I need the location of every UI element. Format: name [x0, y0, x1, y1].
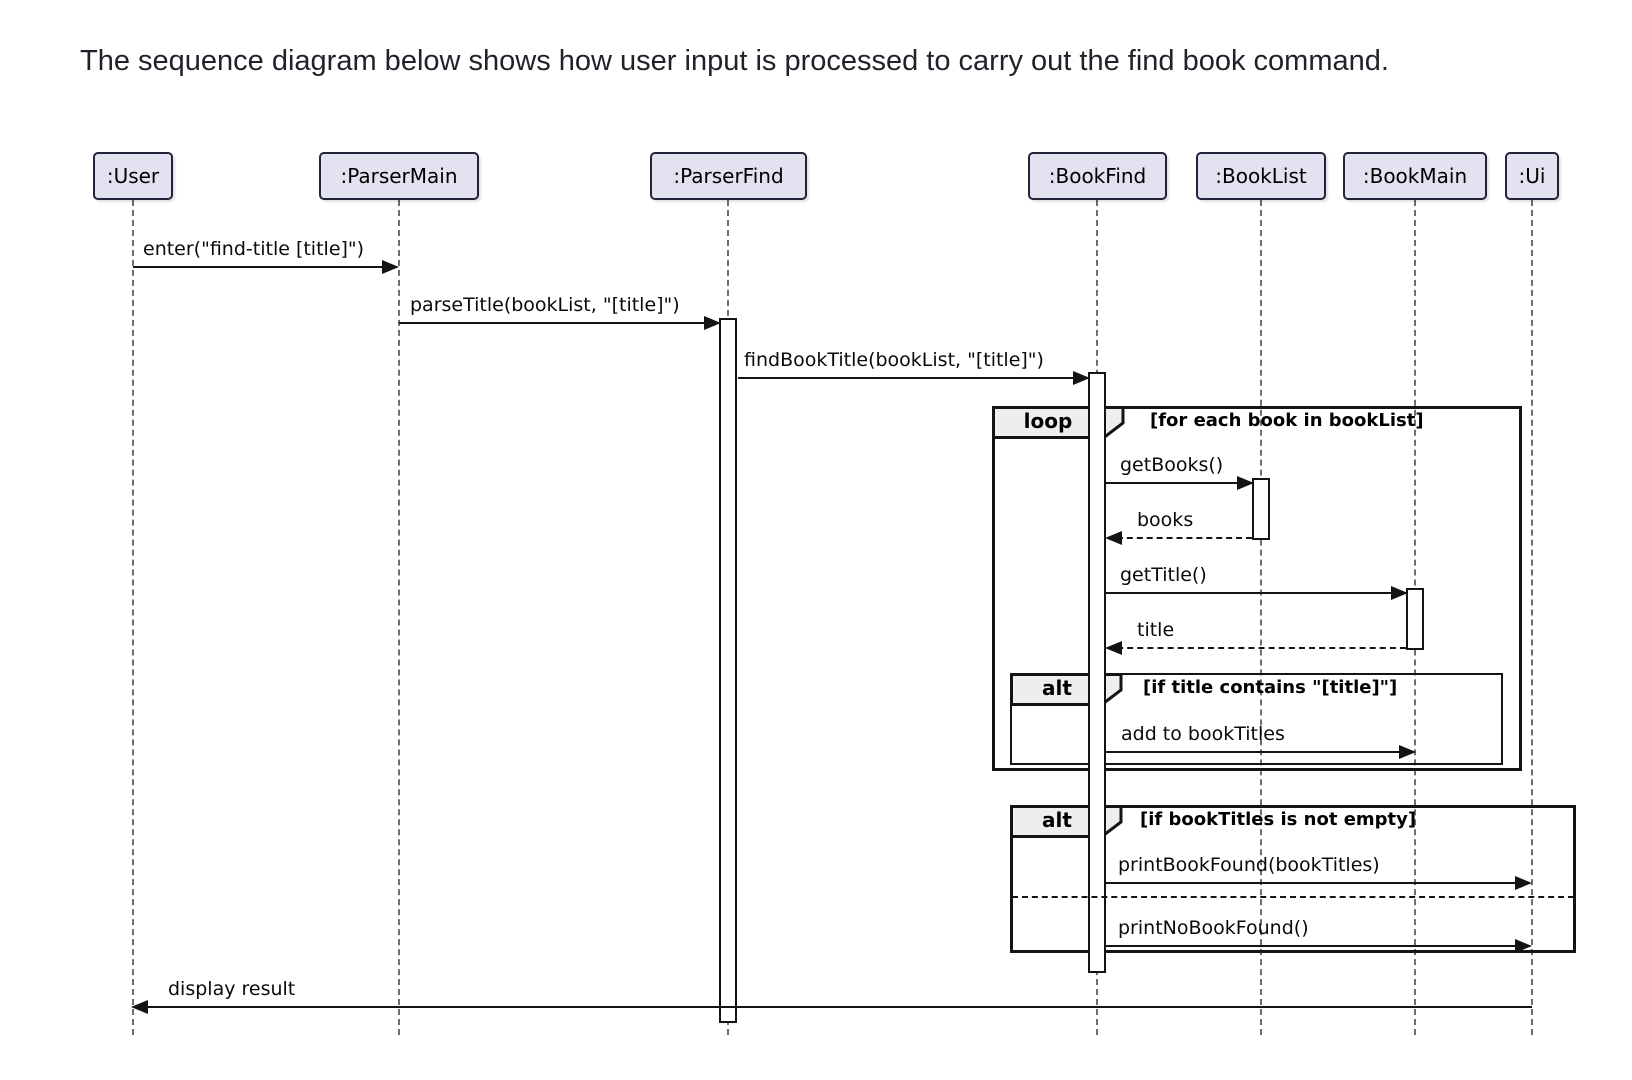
lifeline-user: [132, 200, 134, 1035]
fragment-alt-result: [1010, 805, 1576, 953]
activation-bookfind: [1088, 372, 1106, 973]
message-printbookfound-line: [1106, 876, 1532, 890]
message-findbooktitle-label: findBookTitle(bookList, "[title]"): [744, 349, 1044, 371]
arrowhead-icon: [1391, 586, 1408, 600]
message-printnobookfound-label: printNoBookFound(): [1118, 917, 1309, 939]
arrowhead-icon: [382, 260, 399, 274]
message-getbooks-line: [1106, 476, 1254, 490]
arrowhead-icon: [1399, 745, 1416, 759]
intro-text: The sequence diagram below shows how use…: [80, 45, 1389, 77]
message-displayresult-label: display result: [168, 978, 296, 1000]
message-addtobooktitles-label: add to bookTitles: [1121, 723, 1285, 745]
arrowhead-icon: [1073, 371, 1090, 385]
participant-ui: :Ui: [1505, 152, 1559, 200]
arrowhead-icon: [131, 1000, 148, 1014]
participant-booklist: :BookList: [1196, 152, 1326, 200]
participant-bookfind: :BookFind: [1028, 152, 1167, 200]
message-displayresult-line: [131, 1000, 1532, 1014]
message-gettitle-label: getTitle(): [1120, 564, 1207, 586]
participant-parserfind: :ParserFind: [650, 152, 807, 200]
fragment-alt-title-guard: [if title contains "[title]"]: [1143, 677, 1398, 698]
message-printnobookfound-line: [1106, 939, 1532, 953]
fragment-alt-title: [1010, 673, 1503, 765]
participant-parsermain: :ParserMain: [319, 152, 479, 200]
message-parsetitle-label: parseTitle(bookList, "[title]"): [410, 294, 680, 316]
participant-user: :User: [93, 152, 173, 200]
fragment-alt-title-operator: alt: [1042, 676, 1072, 700]
arrowhead-icon: [1105, 641, 1122, 655]
message-books-return-label: books: [1137, 509, 1194, 531]
fragment-alt-result-guard: [if bookTitles is not empty]: [1140, 809, 1417, 830]
message-getbooks-label: getBooks(): [1120, 454, 1224, 476]
message-printbookfound-label: printBookFound(bookTitles): [1118, 854, 1380, 876]
participant-bookmain: :BookMain: [1343, 152, 1487, 200]
activation-parserfind: [719, 318, 737, 1023]
arrowhead-icon: [1515, 939, 1532, 953]
fragment-alt-result-operator: alt: [1042, 808, 1072, 832]
fragment-alt-result-separator: [1012, 896, 1574, 898]
message-title-return-label: title: [1137, 619, 1175, 641]
lifeline-booklist: [1260, 200, 1262, 1035]
message-gettitle-line: [1106, 586, 1408, 600]
fragment-loop-guard: [for each book in bookList]: [1150, 410, 1424, 431]
arrowhead-icon: [1105, 531, 1122, 545]
message-books-return-line: [1105, 531, 1252, 545]
message-enter-label: enter("find-title [title]"): [143, 238, 365, 260]
message-addtobooktitles-line: [1106, 745, 1416, 759]
fragment-loop-operator: loop: [1023, 409, 1073, 433]
lifeline-parsermain: [398, 200, 400, 1035]
message-title-return-line: [1105, 641, 1406, 655]
arrowhead-icon: [704, 316, 721, 330]
message-enter-line: [133, 260, 399, 274]
lifeline-ui: [1531, 200, 1533, 1035]
arrowhead-icon: [1515, 876, 1532, 890]
arrowhead-icon: [1237, 476, 1254, 490]
activation-booklist: [1252, 478, 1270, 540]
message-parsetitle-line: [399, 316, 721, 330]
fragment-loop: [992, 406, 1522, 771]
activation-bookmain: [1406, 588, 1424, 650]
message-findbooktitle-line: [738, 371, 1090, 385]
